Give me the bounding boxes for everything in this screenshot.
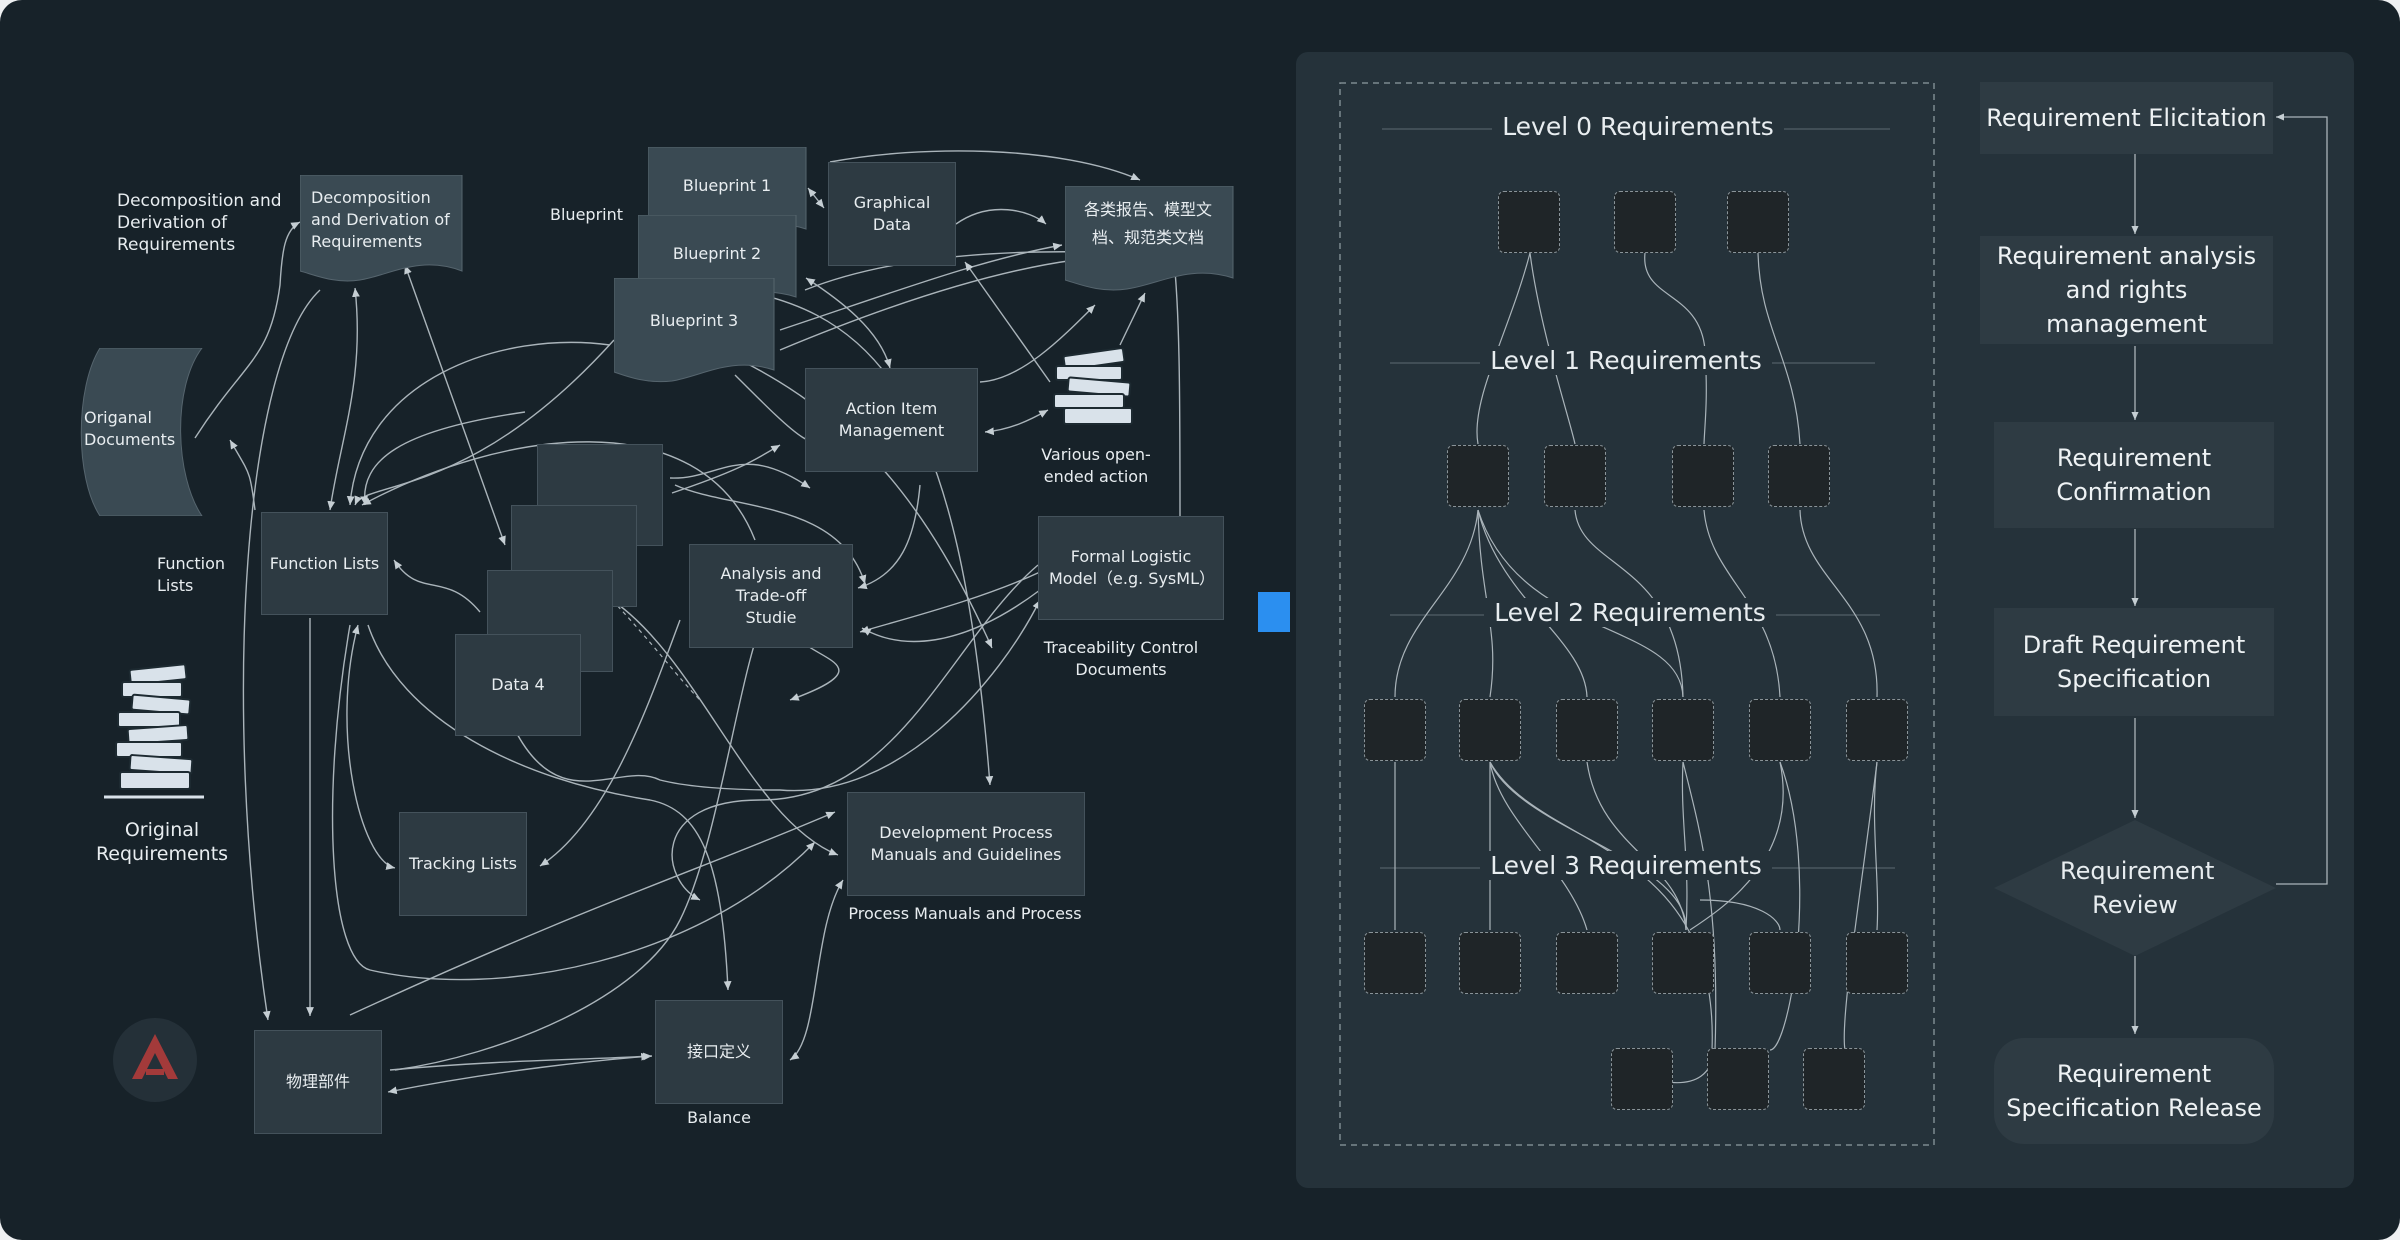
level-3-node: [1846, 932, 1908, 994]
development-process-box: Development Process Manuals and Guidelin…: [847, 792, 1085, 896]
level-2-node: [1749, 699, 1811, 761]
level-2-label: Level 2 Requirements: [1346, 598, 1914, 627]
level-4-node: [1803, 1048, 1865, 1110]
level-2-node: [1652, 699, 1714, 761]
level-3-node: [1556, 932, 1618, 994]
level-1-node: [1672, 445, 1734, 507]
level-1-node: [1544, 445, 1606, 507]
function-lists-box: Function Lists: [261, 512, 388, 615]
requirement-analysis-step: Requirement analysis and rights manageme…: [1980, 236, 2273, 344]
level-1-label: Level 1 Requirements: [1342, 346, 1910, 375]
level-3-label: Level 3 Requirements: [1342, 851, 1910, 880]
decomposition-document-shape: [300, 175, 463, 282]
requirement-review-diamond: [1994, 820, 2276, 956]
requirement-elicitation-step: Requirement Elicitation: [1980, 82, 2273, 154]
open-ended-action-books-icon: [1053, 348, 1133, 425]
level-1-node: [1447, 445, 1509, 507]
level-2-node: [1459, 699, 1521, 761]
requirement-confirmation-step: Requirement Confirmation: [1994, 422, 2274, 528]
blueprint-caption: Blueprint: [550, 205, 623, 224]
level-0-label: Level 0 Requirements: [1354, 112, 1922, 141]
requirement-specification-release-step: Requirement Specification Release: [1994, 1038, 2274, 1144]
level-4-node: [1707, 1048, 1769, 1110]
level-4-node: [1611, 1048, 1673, 1110]
level-3-node: [1364, 932, 1426, 994]
level-2-node: [1364, 699, 1426, 761]
level-0-node: [1614, 191, 1676, 253]
level-0-node: [1498, 191, 1560, 253]
original-documents-shape: [80, 348, 203, 516]
level-3-node: [1459, 932, 1521, 994]
reports-document: 各类报告、模型文档、规范类文档: [1083, 200, 1212, 247]
analysis-box: Analysis and Trade-off Studie: [689, 544, 853, 648]
decomposition-caption: Decomposition and Derivation of Requirem…: [117, 191, 282, 255]
process-manuals-caption: Process Manuals and Process: [848, 904, 1082, 923]
traceability-control-documents: Traceability Control Documents: [1043, 638, 1199, 679]
level-3-node: [1749, 932, 1811, 994]
formal-logistic-model-box: Formal Logistic Model（e.g. SysML）: [1038, 516, 1224, 620]
graphical-data-box: Graphical Data: [828, 162, 956, 266]
decomposition-document: Decomposition and Derivation of Requirem…: [311, 188, 450, 251]
original-requirements-books-icon: [104, 663, 204, 799]
level-0-node: [1727, 191, 1789, 253]
blueprint-2: Blueprint 2: [672, 244, 762, 263]
blueprint-3-shape: [614, 278, 775, 383]
level-3-node: [1652, 932, 1714, 994]
action-item-management-box: Action Item Management: [805, 368, 978, 472]
tracking-lists-box: Tracking Lists: [399, 812, 527, 916]
reports-document-shape: [1065, 186, 1234, 291]
original-documents: Origanal Documents: [84, 408, 176, 449]
level-1-node: [1768, 445, 1830, 507]
blueprint-1: Blueprint 1: [682, 176, 772, 195]
transition-arrow: [1258, 592, 1290, 632]
logo-icon: [113, 1018, 197, 1102]
level-2-node: [1846, 699, 1908, 761]
level-2-node: [1556, 699, 1618, 761]
blueprint-3: Blueprint 3: [649, 311, 739, 330]
draft-requirement-specification-step: Draft Requirement Specification: [1994, 608, 2274, 716]
original-requirements: Original Requirements: [95, 819, 229, 865]
requirement-review-step: Requirement Review: [2060, 857, 2215, 919]
various-open-ended-action: Various open-ended action: [1041, 445, 1151, 486]
function-lists-caption: Function Lists: [157, 554, 226, 595]
balance-caption: Balance: [687, 1108, 751, 1127]
data-4-box: Data 4: [455, 634, 581, 736]
interface-definition-box: 接口定义: [655, 1000, 783, 1104]
physical-parts-box: 物理部件: [254, 1030, 382, 1134]
